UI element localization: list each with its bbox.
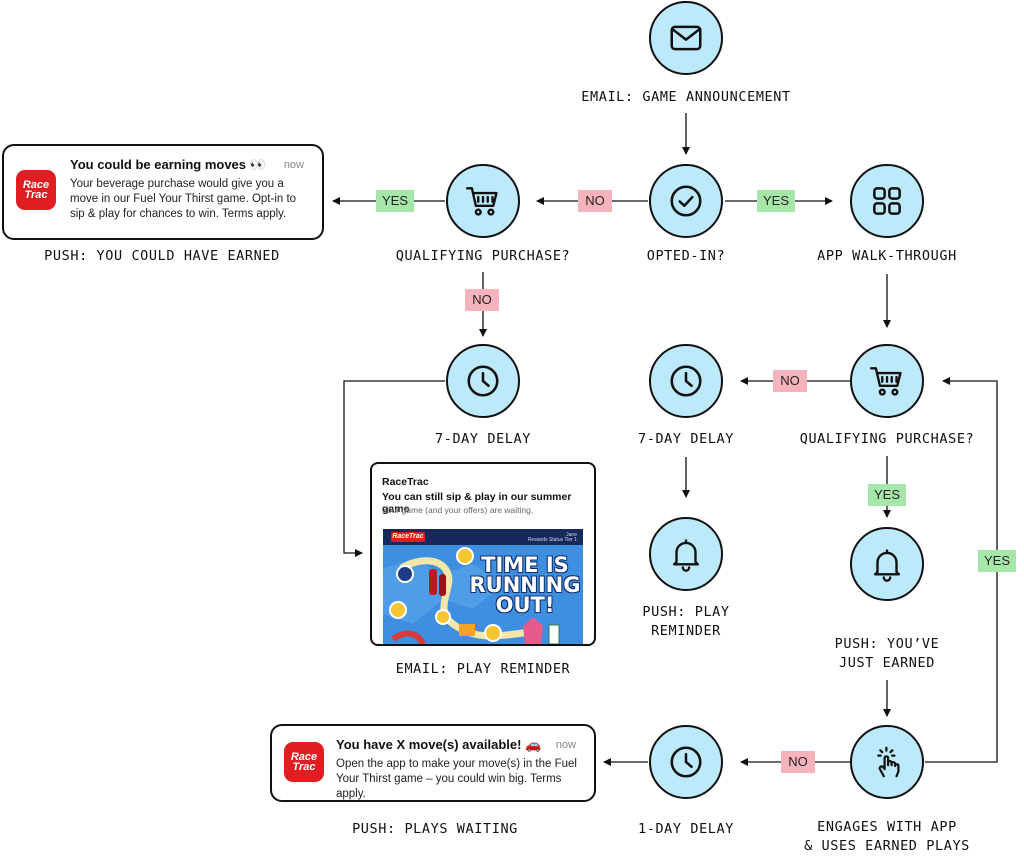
racetrac-logo: Race Trac: [16, 170, 56, 210]
seven-day-delay-left-node: [446, 344, 520, 418]
email-subject: You can still sip & play in our summer g…: [382, 491, 572, 515]
push-could-have-earned-label: PUSH: YOU COULD HAVE EARNED: [44, 248, 280, 264]
game-board-illustration: [383, 547, 560, 644]
qualifying-purchase-right-label: QUALIFYING PURCHASE?: [799, 431, 975, 447]
banner-headline: TIME IS RUNNING OUT!: [469, 553, 581, 617]
star-space: [484, 624, 502, 642]
qualifying-purchase-left-label: QUALIFYING PURCHASE?: [395, 248, 571, 264]
clock-icon: [464, 362, 502, 400]
star-space: [435, 609, 451, 625]
push-just-earned-node: [850, 527, 924, 601]
shopping-cart-icon: [868, 362, 906, 400]
one-day-delay-node: [649, 725, 723, 799]
bottle-illustration: [439, 574, 446, 596]
push-just-earned-label: PUSH: YOU’VE JUST EARNED: [834, 636, 940, 671]
banner-logo: RaceTrac: [391, 532, 425, 542]
seven-day-delay-left-label: 7-DAY DELAY: [434, 431, 531, 447]
email-play-reminder-preview: RaceTrac You can still sip & play in our…: [370, 462, 596, 646]
shopping-cart-icon: [464, 182, 502, 220]
bell-icon: [868, 545, 906, 583]
engages-node: [850, 725, 924, 799]
no-branch-tag: NO: [781, 751, 815, 773]
push-play-reminder-node: [649, 517, 723, 591]
push-notification-could-have-earned: Race Trac You could be earning moves 👀 n…: [2, 144, 324, 240]
push-notification-plays-waiting: Race Trac You have X move(s) available! …: [270, 724, 596, 802]
email-announcement-node: [649, 1, 723, 75]
opted-in-node: [649, 164, 723, 238]
board-space: [396, 565, 414, 583]
no-branch-tag: NO: [578, 190, 612, 212]
bell-icon: [667, 535, 705, 573]
qualifying-purchase-left-node: [446, 164, 520, 238]
envelope-icon: [667, 19, 705, 57]
yes-branch-tag: YES: [757, 190, 795, 212]
push-title: You have X move(s) available! 🚗: [336, 737, 542, 752]
no-branch-tag: NO: [465, 289, 499, 311]
opted-in-label: OPTED-IN?: [646, 248, 726, 264]
no-branch-tag: NO: [773, 370, 807, 392]
push-time: now: [555, 739, 576, 751]
email-announcement-label: EMAIL: GAME ANNOUNCEMENT: [581, 89, 791, 105]
push-body: Your beverage purchase would give you a …: [70, 178, 297, 220]
clock-icon: [667, 362, 705, 400]
crown-space: [456, 547, 474, 565]
yes-branch-tag: YES: [376, 190, 414, 212]
push-time: now: [283, 159, 304, 171]
banner-rewards-info: Jane Rewards Status Tier 1: [527, 532, 577, 543]
racetrac-logo: Race Trac: [284, 742, 324, 782]
yes-branch-tag: YES: [978, 550, 1016, 572]
banner-header: RaceTrac Jane Rewards Status Tier 1: [383, 529, 583, 545]
push-body: Open the app to make your move(s) in the…: [336, 758, 577, 800]
bottle-illustration: [429, 569, 437, 595]
one-day-delay-label: 1-DAY DELAY: [637, 821, 734, 837]
yes-branch-tag: YES: [868, 484, 906, 506]
email-preview-text: Your game (and your offers) are waiting.: [382, 505, 534, 515]
star-space: [389, 601, 407, 619]
tap-hand-icon: [868, 743, 906, 781]
email-sender: RaceTrac: [382, 476, 429, 488]
can-illustration: [548, 624, 560, 644]
push-title: You could be earning moves 👀: [70, 157, 266, 172]
push-plays-waiting-label: PUSH: PLAYS WAITING: [352, 821, 518, 837]
slush-cup-illustration: [523, 617, 543, 644]
checkmark-circle-icon: [667, 182, 705, 220]
seven-day-delay-middle-node: [649, 344, 723, 418]
app-grid-icon: [868, 182, 906, 220]
app-walkthrough-node: [850, 164, 924, 238]
connector-delay-to-email: [343, 380, 445, 557]
engages-label: ENGAGES WITH APP & USES EARNED PLAYS: [804, 819, 970, 854]
push-play-reminder-label: PUSH: PLAY REMINDER: [642, 604, 730, 639]
email-play-reminder-label: EMAIL: PLAY REMINDER: [395, 661, 571, 677]
qualifying-purchase-right-node: [850, 344, 924, 418]
snack-illustration: [459, 624, 475, 636]
email-banner: RaceTrac Jane Rewards Status Tier 1 TIME…: [383, 529, 583, 644]
seven-day-delay-middle-label: 7-DAY DELAY: [637, 431, 734, 447]
app-walkthrough-label: APP WALK-THROUGH: [817, 248, 957, 264]
clock-icon: [667, 743, 705, 781]
